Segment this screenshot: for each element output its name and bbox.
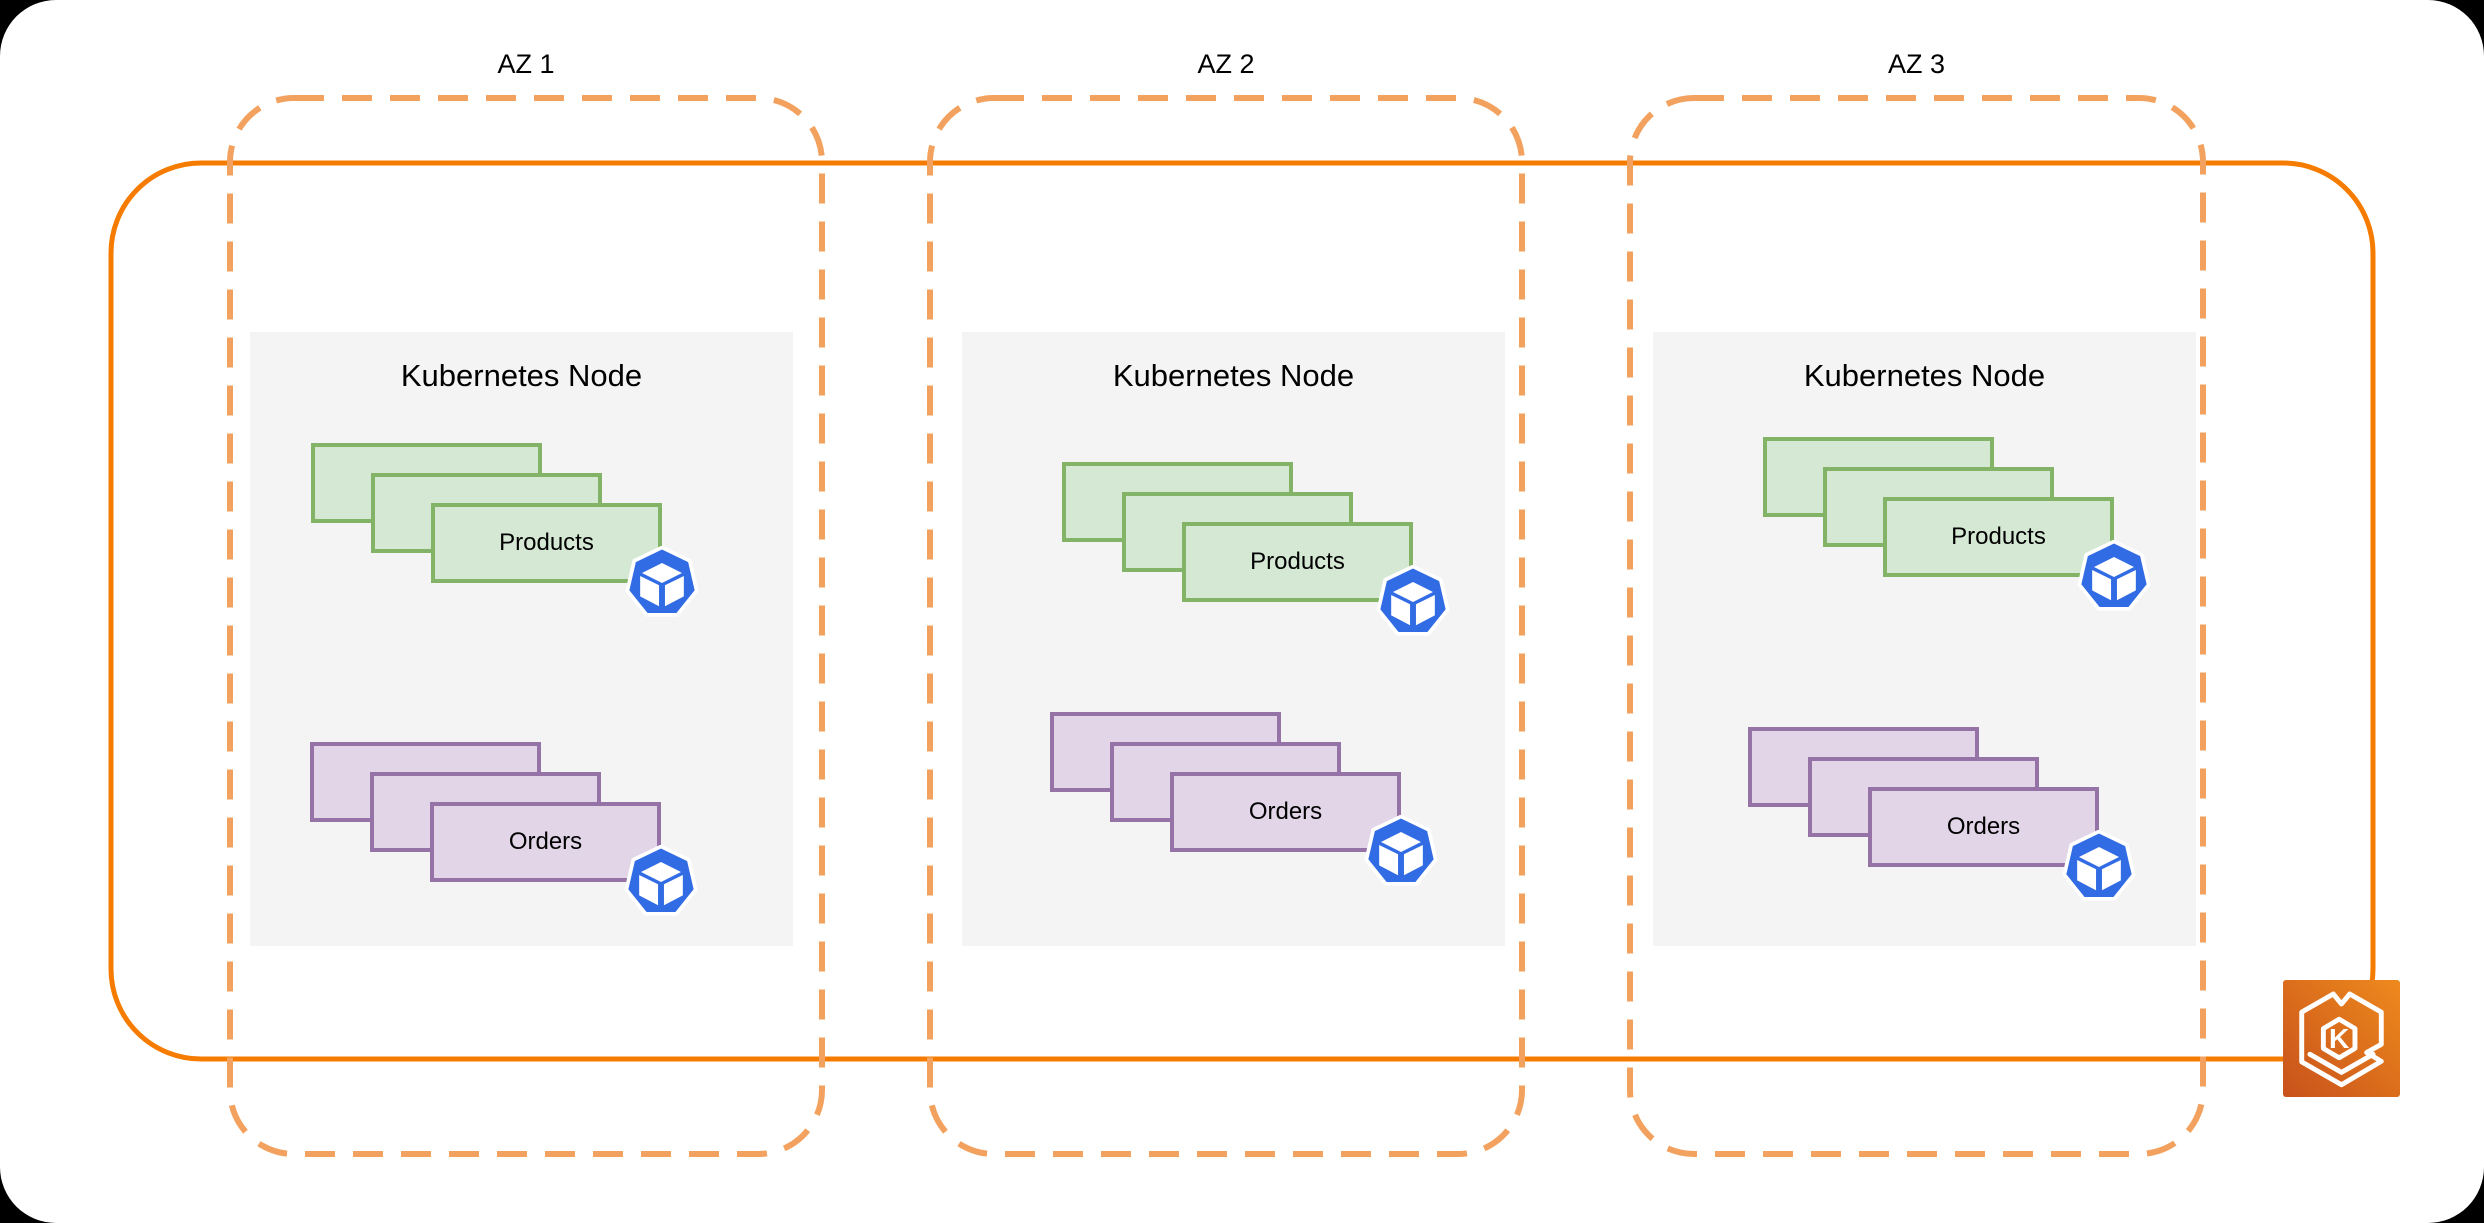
- eks-cluster-border: [108, 160, 2376, 1062]
- pod-replica-card: Orders: [1170, 772, 1401, 852]
- pod-stack-orders: Orders: [310, 742, 698, 916]
- kubernetes-node-az2: Kubernetes Node Products Orders: [962, 332, 1505, 946]
- eks-icon: K: [2283, 980, 2400, 1097]
- pod-label: Products: [1951, 523, 2046, 550]
- az2-label: AZ 2: [1197, 49, 1255, 79]
- pod-replica-card: Orders: [430, 802, 661, 882]
- kubernetes-pod-icon: [2062, 830, 2136, 901]
- az3-label: AZ 3: [1887, 49, 1946, 79]
- az2-dashed-border: [927, 95, 1525, 1157]
- az1-dashed-border: [227, 95, 825, 1157]
- kubernetes-pod-icon: [625, 546, 699, 617]
- pod-stack-orders: Orders: [1050, 712, 1438, 886]
- node-title: Kubernetes Node: [1112, 358, 1355, 393]
- node-title: Kubernetes Node: [1803, 358, 2046, 393]
- kubernetes-pod-icon: [1364, 815, 1438, 886]
- kubernetes-pod-icon: [1376, 565, 1450, 636]
- kubernetes-pod-icon: [624, 845, 698, 916]
- pod-label: Products: [499, 529, 594, 556]
- pod-stack-products: Products: [311, 443, 699, 617]
- az3-dashed-border: [1627, 95, 2206, 1157]
- kubernetes-pod-icon: [2077, 540, 2151, 611]
- az1-label: AZ 1: [497, 49, 555, 79]
- kubernetes-node-az3: Kubernetes Node Products Orders: [1653, 332, 2196, 946]
- pod-replica-card: Products: [1182, 522, 1413, 602]
- pod-stack-products: Products: [1062, 462, 1450, 636]
- pod-stack-orders: Orders: [1748, 727, 2136, 901]
- pod-replica-card: Orders: [1868, 787, 2099, 867]
- node-title: Kubernetes Node: [400, 358, 643, 393]
- pod-stack-products: Products: [1763, 437, 2151, 611]
- pod-replica-card: Products: [431, 503, 662, 583]
- pod-label: Orders: [508, 828, 583, 855]
- eks-icon-letter: K: [2329, 1023, 2349, 1054]
- pod-label: Orders: [1946, 813, 2021, 840]
- pod-label: Products: [1250, 548, 1345, 575]
- pod-label: Orders: [1248, 798, 1323, 825]
- pod-replica-card: Products: [1883, 497, 2114, 577]
- kubernetes-node-az1: Kubernetes Node Products Orders: [250, 332, 793, 946]
